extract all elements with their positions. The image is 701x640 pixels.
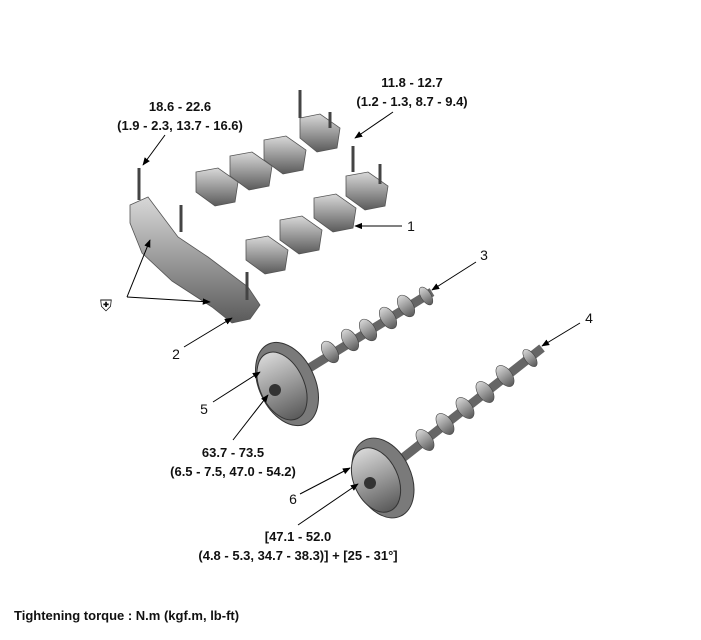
torque-line2: (4.8 - 5.3, 34.7 - 38.3)] + [25 - 31°] (198, 548, 398, 563)
intake-camshaft (255, 286, 435, 427)
torque-line1: 11.8 - 12.7 (381, 75, 443, 90)
callout-6: 6 (289, 491, 297, 507)
torque-line1: [47.1 - 52.0 (264, 529, 332, 544)
callout-5: 5 (200, 401, 208, 417)
callout-3: 3 (480, 247, 488, 263)
callout-1: 1 (407, 218, 415, 234)
leader-lines (126, 111, 581, 526)
callout-4: 4 (585, 310, 593, 326)
torque-front-cap-bolt: 18.6 - 22.6 (1.9 - 2.3, 13.7 - 16.6) (117, 97, 243, 135)
oil-can-icon: ⛨ (100, 298, 113, 315)
torque-line1: 18.6 - 22.6 (148, 99, 212, 114)
torque-line2: (6.5 - 7.5, 47.0 - 54.2) (170, 464, 296, 479)
torque-units-footer: Tightening torque : N.m (kgf.m, lb-ft) (14, 608, 240, 623)
torque-exhaust-cvvt: [47.1 - 52.0 (4.8 - 5.3, 34.7 - 38.3)] +… (198, 527, 397, 565)
exhaust-camshaft (350, 344, 545, 519)
bolts (137, 90, 382, 300)
torque-line2: (1.9 - 2.3, 13.7 - 16.6) (117, 118, 243, 133)
torque-intake-cvvt: 63.7 - 73.5 (6.5 - 7.5, 47.0 - 54.2) (170, 443, 296, 481)
callout-2: 2 (172, 346, 180, 362)
torque-line2: (1.2 - 1.3, 8.7 - 9.4) (356, 94, 468, 109)
torque-rear-cap-bolt: 11.8 - 12.7 (1.2 - 1.3, 8.7 - 9.4) (356, 73, 467, 111)
torque-line1: 63.7 - 73.5 (201, 445, 265, 460)
bearing-caps (129, 113, 389, 324)
